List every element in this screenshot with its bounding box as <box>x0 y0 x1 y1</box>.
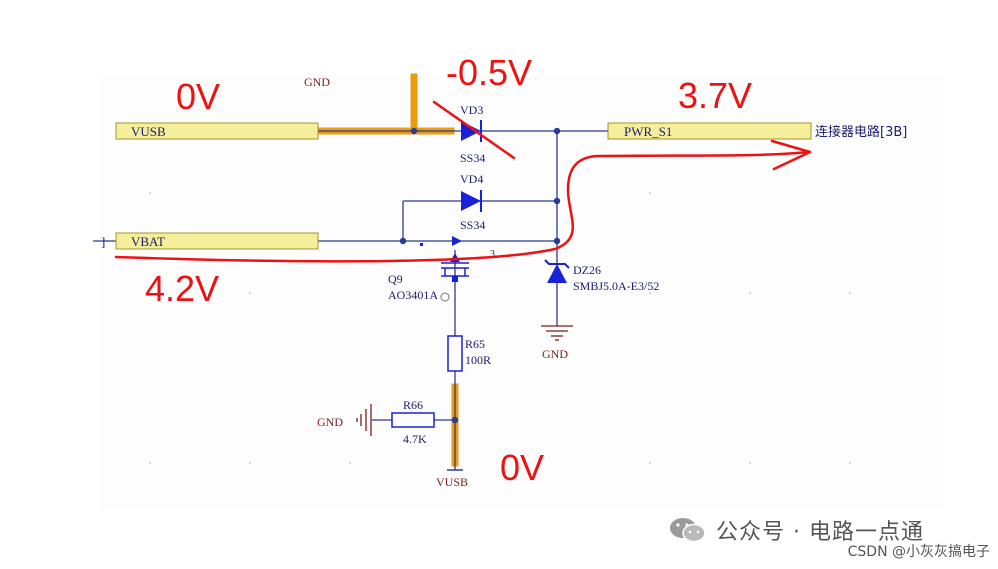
dz26-ref: DZ26 <box>573 263 601 277</box>
junctions <box>399 127 561 424</box>
gnd-left-label: GND <box>317 415 343 429</box>
gate-voltage-annotation: 0V <box>500 447 544 488</box>
diode-vd4[interactable] <box>461 190 482 212</box>
resistor-r65[interactable] <box>447 335 463 372</box>
pwr-destination-label: 连接器电路[3B] <box>815 124 907 140</box>
vd4-value: SS34 <box>460 218 485 232</box>
net-label-pwr-s1-text: PWR_S1 <box>624 124 672 139</box>
net-label-pwr-s1[interactable]: PWR_S1 <box>607 122 812 140</box>
r66-value: 4.7K <box>403 432 427 446</box>
arrow-head <box>770 139 812 171</box>
q9-pin-number: 3 <box>490 249 495 260</box>
gnd-top-label: GND <box>304 75 330 89</box>
r65-value: 100R <box>465 353 491 367</box>
vd3-cross-mark <box>432 100 516 160</box>
watermark-title: 公众号 · 电路一点通 <box>716 520 924 545</box>
vbat-current-path <box>114 150 810 263</box>
grid-dots <box>149 192 851 464</box>
output-voltage-annotation: 3.7V <box>678 75 752 116</box>
vbat-prefix-bracket: ] <box>101 234 105 249</box>
net-label-vbat[interactable]: VBAT <box>115 232 319 250</box>
csdn-credit: CSDN @小灰灰搞电子 <box>847 544 990 560</box>
net-label-vusb-text: VUSB <box>131 124 166 139</box>
vd3-value: SS34 <box>460 151 485 165</box>
q9-ref: Q9 <box>388 272 403 286</box>
diode-vd3[interactable] <box>461 120 482 142</box>
dz26-value: SMBJ5.0A-E3/52 <box>573 279 659 293</box>
watermark: 公众号 · 电路一点通 <box>668 514 924 546</box>
vbat-voltage-annotation: 4.2V <box>145 268 219 309</box>
gnd-symbol-left <box>356 404 372 436</box>
vusb-voltage-annotation: 0V <box>176 76 220 117</box>
tvs-diode-dz26[interactable] <box>544 259 570 283</box>
r65-ref: R65 <box>465 337 485 351</box>
vd4-ref: VD4 <box>460 172 483 186</box>
net-label-vusb[interactable]: VUSB <box>115 122 319 140</box>
gnd-dz26-label: GND <box>542 347 568 361</box>
vd3-ref: VD3 <box>460 103 483 117</box>
wechat-icon <box>670 518 706 543</box>
r66-ref: R66 <box>403 398 423 412</box>
resistor-r66[interactable] <box>391 412 435 428</box>
net-label-vbat-text: VBAT <box>131 234 165 249</box>
gnd-symbol-dz26 <box>541 325 573 341</box>
schematic-sheet <box>100 77 946 509</box>
q9-value: AO3401A <box>388 288 438 302</box>
vd3-drop-annotation: -0.5V <box>446 52 532 93</box>
vusb-bottom-label: VUSB <box>436 475 468 489</box>
red-annotations <box>114 100 812 263</box>
